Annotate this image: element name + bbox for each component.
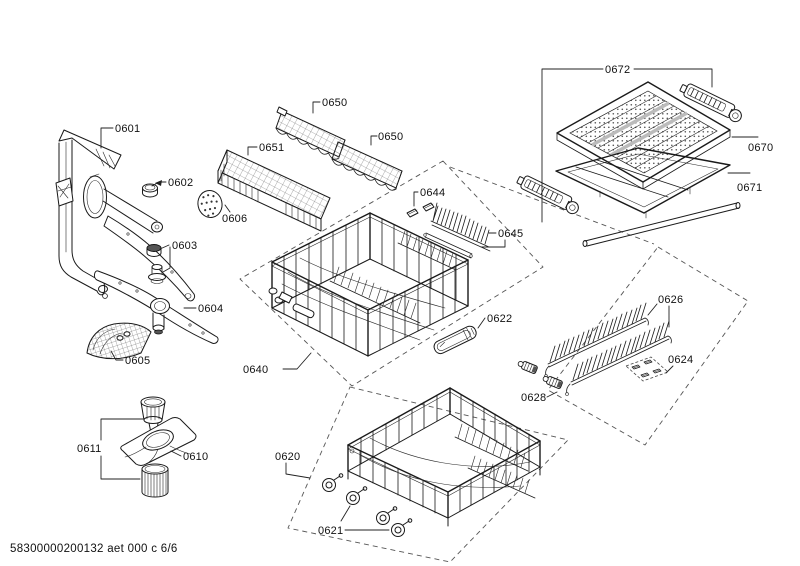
part-label-0610: 0610 bbox=[183, 451, 208, 463]
upper-basket-drawing bbox=[268, 212, 469, 357]
clip-parts-0644-drawing bbox=[406, 202, 435, 218]
part-label-0650-a: 0650 bbox=[322, 97, 347, 109]
filter-assembly-drawing bbox=[120, 396, 197, 498]
basket-wheels-0621-drawing bbox=[322, 473, 413, 537]
cutlery-inserts-drawing bbox=[217, 106, 403, 232]
part-label-0605: 0605 bbox=[125, 355, 150, 367]
part-label-0671: 0671 bbox=[737, 182, 762, 194]
part-label-0611: 0611 bbox=[77, 443, 101, 455]
part-label-0650-b: 0650 bbox=[378, 131, 403, 143]
part-label-0624: 0624 bbox=[668, 354, 693, 366]
part-label-0672: 0672 bbox=[605, 64, 630, 76]
lower-basket-drawing bbox=[347, 387, 541, 527]
part-label-0622: 0622 bbox=[487, 313, 512, 325]
part-label-0628: 0628 bbox=[521, 392, 546, 404]
part-label-0601: 0601 bbox=[115, 123, 140, 135]
part-label-0670: 0670 bbox=[748, 142, 773, 154]
tine-rows-0626-drawing bbox=[544, 302, 672, 396]
part-label-0603: 0603 bbox=[172, 240, 197, 252]
part-label-0621: 0621 bbox=[318, 525, 343, 537]
tine-row-0645-drawing bbox=[423, 202, 491, 259]
vario-drawer-assembly-drawing bbox=[516, 81, 742, 247]
part-labels: 0601 0602 0603 0604 0605 0606 0610 0611 … bbox=[77, 64, 773, 537]
part-label-0645: 0645 bbox=[498, 228, 523, 240]
bearing-clips-0628-drawing bbox=[517, 361, 563, 389]
spray-arm-assembly-drawing bbox=[55, 129, 223, 360]
part-label-0626: 0626 bbox=[658, 294, 683, 306]
part-label-0604: 0604 bbox=[198, 303, 223, 315]
document-code: 58300000200132 aet 000 c 6/6 bbox=[10, 543, 178, 555]
leader-lines bbox=[100, 68, 759, 531]
part-label-0640: 0640 bbox=[243, 364, 268, 376]
group-outline-dashes bbox=[239, 160, 749, 563]
handle-part-0622-drawing bbox=[433, 325, 477, 355]
part-label-0644: 0644 bbox=[420, 187, 445, 199]
part-label-0606: 0606 bbox=[222, 213, 247, 225]
part-label-0602: 0602 bbox=[168, 177, 193, 189]
fastener-kit-0624-drawing bbox=[625, 356, 669, 382]
part-label-0620: 0620 bbox=[275, 451, 300, 463]
part-label-0651: 0651 bbox=[259, 142, 284, 154]
